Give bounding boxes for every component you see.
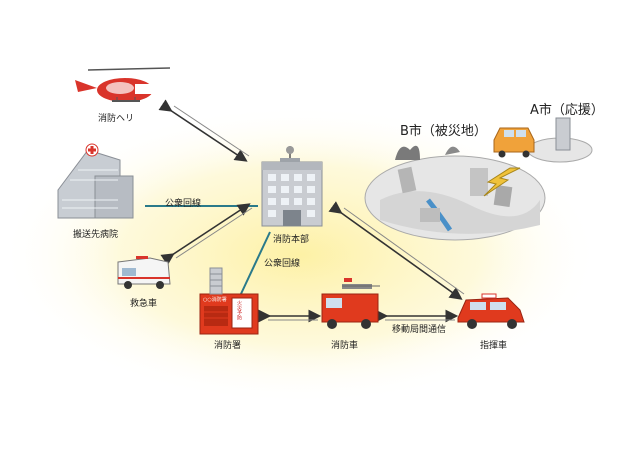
ambulance-icon — [117, 256, 171, 289]
public-line-hospital-label: 公衆回線 — [165, 199, 202, 209]
arrow-engine-command — [375, 309, 459, 323]
arrow-station-engine — [258, 309, 322, 323]
command-car-icon — [457, 293, 525, 329]
city-a-support-scene-icon — [483, 117, 593, 197]
fire-engine-icon — [321, 278, 380, 329]
arrow-hq-command — [328, 201, 465, 300]
fire-station-label: 消防署 — [214, 341, 242, 351]
city-b-label: B市（被災地） — [400, 124, 487, 139]
fire-station-icon — [199, 267, 259, 335]
mobile-comm-label: 移動局間通信 — [392, 325, 447, 335]
arrow-ambulance-hq — [160, 203, 253, 266]
headquarters-building-icon — [261, 146, 323, 227]
public-line-station-link — [239, 231, 271, 297]
fire-engine-label: 消防車 — [331, 341, 359, 351]
helicopter-label: 消防ヘリ — [98, 114, 135, 124]
station-banner-label: 火災予防 — [236, 300, 242, 320]
helicopter-icon — [75, 67, 171, 102]
city-a-label: A市（応援） — [530, 103, 604, 118]
hospital-icon — [57, 143, 134, 219]
station-sign-label: ○○消防署 — [203, 297, 227, 303]
hospital-label: 搬送先病院 — [73, 230, 119, 240]
public-line-station-label: 公衆回線 — [264, 259, 301, 269]
arrow-helicopter-hq — [158, 99, 250, 162]
ambulance-label: 救急車 — [130, 299, 158, 309]
headquarters-label: 消防本部 — [273, 235, 310, 245]
command-car-label: 指揮車 — [480, 341, 508, 351]
